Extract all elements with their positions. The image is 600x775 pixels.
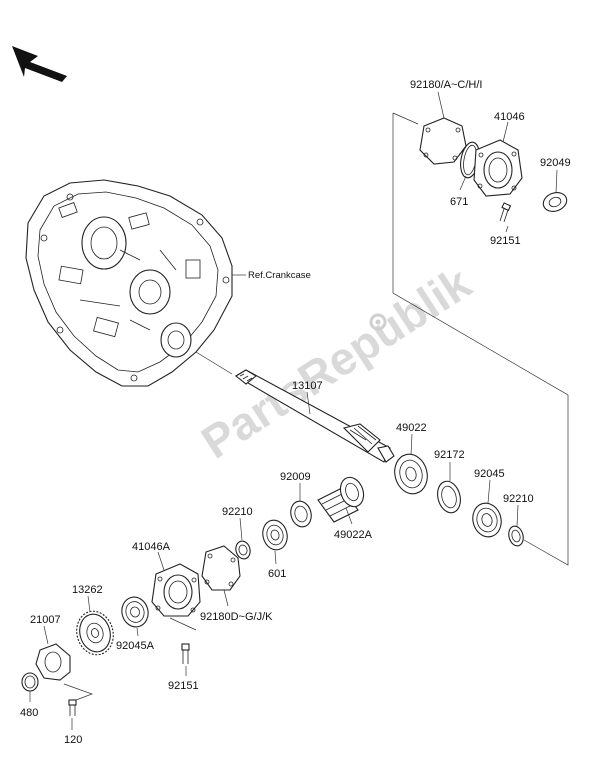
callout-41046a: 41046A bbox=[132, 541, 171, 553]
part-41046-housing bbox=[473, 139, 523, 197]
callout-120: 120 bbox=[64, 734, 82, 746]
leader-92151-top bbox=[505, 225, 509, 233]
callout-49022a: 49022A bbox=[334, 529, 373, 541]
part-49022a-pinion bbox=[317, 476, 365, 523]
callout-13262: 13262 bbox=[72, 584, 103, 596]
callout-92049: 92049 bbox=[540, 157, 571, 169]
part-92045-bearing bbox=[472, 502, 502, 538]
assembly-frame bbox=[392, 112, 569, 566]
callout-92151-bottom: 92151 bbox=[168, 680, 199, 692]
callout-92009: 92009 bbox=[280, 471, 311, 483]
callout-601: 601 bbox=[268, 568, 286, 580]
part-92151-bolt-bottom bbox=[181, 643, 190, 664]
leader-49022 bbox=[410, 433, 413, 456]
callout-671: 671 bbox=[450, 196, 468, 208]
part-601-bearing bbox=[262, 519, 288, 551]
part-92009-washer bbox=[290, 500, 312, 528]
crankcase bbox=[25, 179, 233, 387]
callout-92151-top: 92151 bbox=[490, 235, 521, 247]
leader-671 bbox=[459, 175, 467, 191]
part-92045a-bearing bbox=[121, 596, 149, 628]
part-92180-gasket-bottom bbox=[201, 545, 241, 591]
leader-13262 bbox=[87, 595, 91, 613]
callout-49022: 49022 bbox=[396, 422, 427, 434]
part-92210-ring-left bbox=[235, 540, 251, 560]
callout-480: 480 bbox=[20, 707, 38, 719]
leader-92045 bbox=[487, 479, 491, 504]
callout-92180-dgjk: 92180D~G/J/K bbox=[200, 611, 273, 623]
leader-601 bbox=[274, 550, 277, 565]
part-21007-plate bbox=[35, 643, 71, 681]
part-92049-seal bbox=[542, 192, 568, 212]
leader-92180 bbox=[437, 91, 445, 119]
part-13262-gear bbox=[76, 610, 114, 656]
leader-crankcase-shaft bbox=[195, 351, 233, 375]
callout-41046: 41046 bbox=[494, 111, 525, 123]
part-92151-bolt-top bbox=[499, 202, 512, 223]
leader-13107 bbox=[306, 391, 311, 415]
leader-41046a bbox=[157, 551, 165, 571]
leader-92045a bbox=[136, 627, 139, 637]
callout-92045a: 92045A bbox=[116, 640, 155, 652]
part-49022-gear bbox=[394, 453, 428, 495]
leader-92049 bbox=[555, 169, 558, 194]
leader-92210-left bbox=[239, 517, 243, 541]
leader-92210-right bbox=[516, 504, 519, 527]
callout-21007: 21007 bbox=[30, 614, 61, 626]
leader-41046 bbox=[502, 121, 509, 143]
watermark-text: PartsRepublik bbox=[192, 256, 480, 468]
callout-92045: 92045 bbox=[474, 468, 505, 480]
part-120-screw bbox=[68, 699, 77, 716]
watermark: PartsRepublik bbox=[192, 256, 480, 468]
direction-arrow-icon bbox=[12, 46, 67, 82]
leader-120-guide bbox=[63, 683, 94, 701]
part-41046a-housing bbox=[151, 563, 201, 617]
callout-92172: 92172 bbox=[434, 449, 465, 461]
watermark-gear-icon bbox=[369, 313, 387, 331]
ref-crankcase-label: Ref.Crankcase bbox=[248, 270, 311, 281]
callout-92210-right: 92210 bbox=[503, 493, 534, 505]
callout-92210-left: 92210 bbox=[222, 506, 253, 518]
part-480-circlip bbox=[21, 672, 39, 692]
callout-13107: 13107 bbox=[292, 380, 323, 392]
part-92210-ring-right bbox=[508, 525, 524, 547]
leader-21007 bbox=[43, 625, 49, 645]
leader-41046a-bolt bbox=[169, 617, 197, 631]
part-92180-gasket bbox=[419, 117, 467, 165]
leader-92180-bottom bbox=[223, 589, 229, 607]
part-13107-shaft bbox=[234, 369, 395, 463]
leader-49022a bbox=[345, 507, 353, 525]
part-92172-shim bbox=[437, 480, 461, 514]
callout-92180-ach: 92180/A~C/H/I bbox=[410, 79, 482, 91]
